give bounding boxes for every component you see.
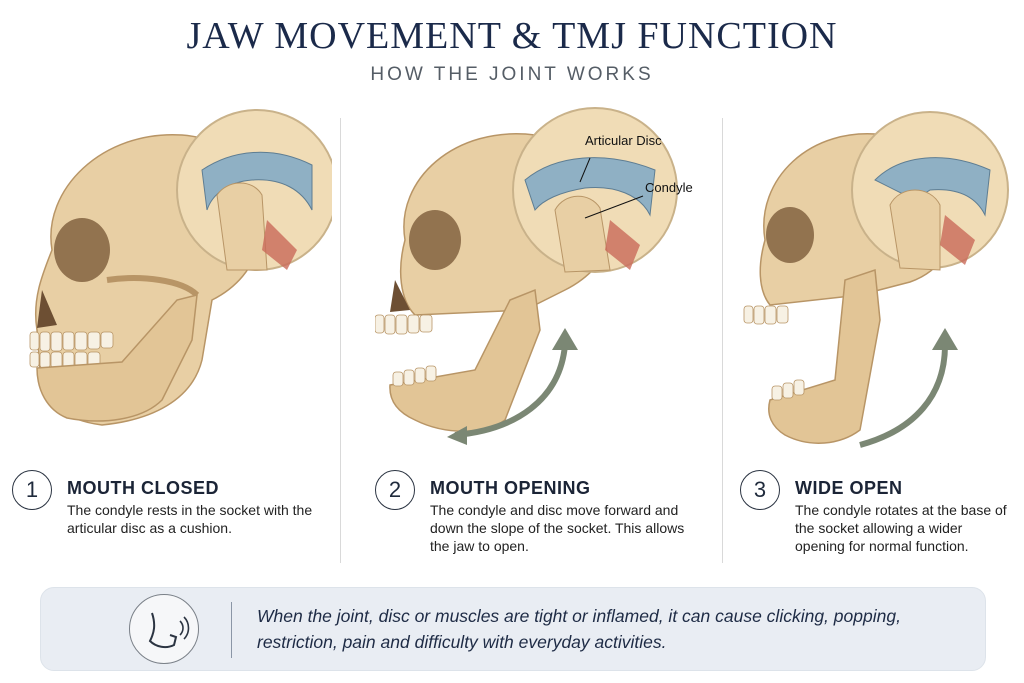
callout-separator: [231, 602, 232, 658]
step-heading: MOUTH OPENING: [430, 478, 591, 498]
skull-closed-illustration: [29, 109, 332, 426]
label-articular-disc: Articular Disc: [585, 133, 662, 148]
skull-opening-illustration: Articular Disc Condyle: [375, 107, 693, 445]
callout-text: When the joint, disc or muscles are tigh…: [257, 606, 901, 652]
panel-mouth-closed: 1 MOUTH CLOSED The condyle rests in the …: [12, 100, 332, 570]
step-description: The condyle and disc move forward and do…: [430, 502, 685, 554]
page-title: JAW MOVEMENT & TMJ FUNCTION: [186, 15, 838, 57]
page-subtitle: HOW THE JOINT WORKS: [370, 64, 654, 85]
step-heading: MOUTH CLOSED: [67, 478, 219, 498]
jaw-click-icon: [129, 594, 199, 664]
step-description: The condyle rotates at the base of the s…: [795, 502, 1007, 554]
skull-wide-open-illustration: [743, 111, 1009, 448]
panel-wide-open: 3 WIDE OPEN The condyle rotates at the b…: [740, 100, 1020, 570]
step-description: The condyle rests in the socket with the…: [67, 502, 313, 536]
panel-divider: [340, 118, 341, 563]
step-heading: WIDE OPEN: [795, 478, 903, 498]
panel-mouth-opening: Articular Disc Condyle 2 MOUTH OPENING T…: [375, 100, 705, 570]
label-condyle: Condyle: [645, 180, 693, 195]
step-number: 2: [375, 470, 415, 510]
step-number: 1: [12, 470, 52, 510]
step-number: 3: [740, 470, 780, 510]
panel-divider: [722, 118, 723, 563]
info-callout: When the joint, disc or muscles are tigh…: [40, 587, 986, 671]
